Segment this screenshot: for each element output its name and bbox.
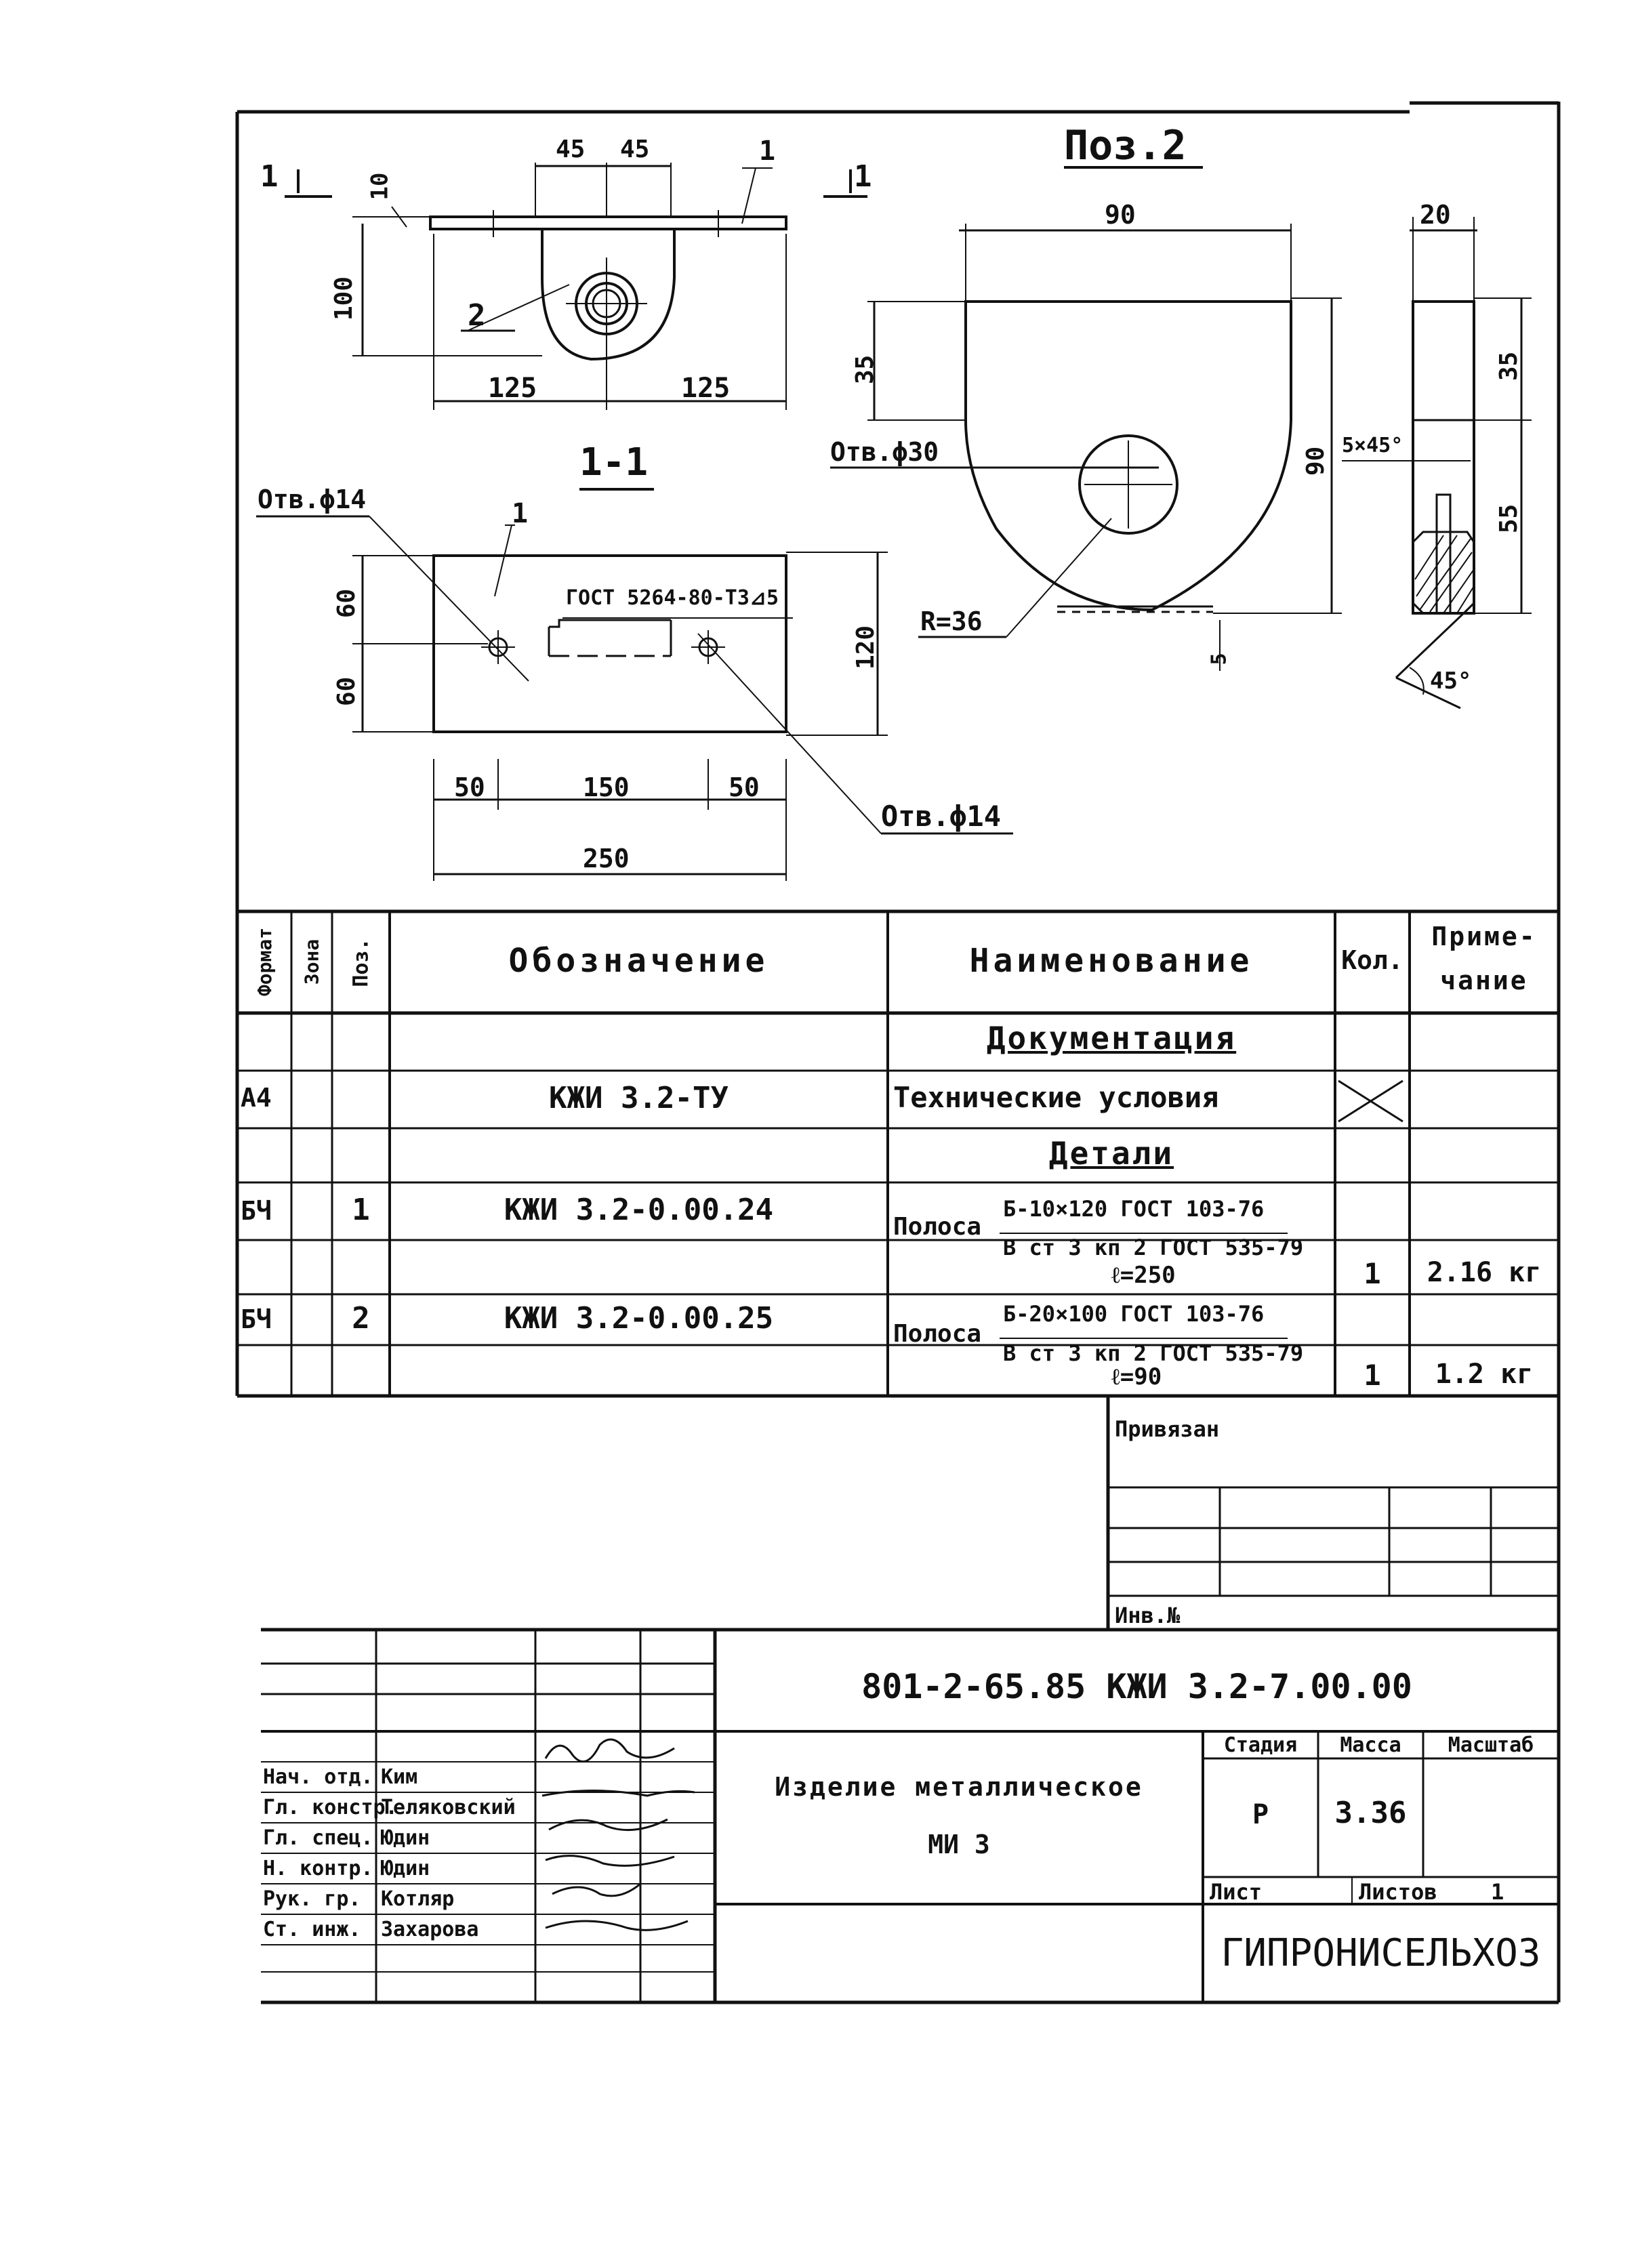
part1-length: ℓ=250 xyxy=(1111,1262,1176,1289)
dim-45-right: 45 xyxy=(620,136,650,163)
stage-header: Стадия xyxy=(1223,1733,1298,1757)
role-person-name: Юдин xyxy=(381,1857,430,1880)
role-person-name: Ким xyxy=(381,1765,418,1789)
header-pos: Поз. xyxy=(349,938,373,987)
header-zone: Зона xyxy=(300,939,323,985)
mass-value: 3.36 xyxy=(1334,1796,1407,1830)
leader-1-section: 1 xyxy=(512,498,529,529)
hole-label-left: Отв.ϕ14 xyxy=(258,484,367,514)
sheet-header: Лист xyxy=(1210,1879,1263,1905)
pos2-hole-label: Отв.ϕ30 xyxy=(830,437,939,467)
section-documentation: Документация xyxy=(986,1020,1237,1056)
sheets-count: 1 xyxy=(1491,1879,1504,1905)
binding-title: Привязан xyxy=(1115,1416,1220,1442)
dim-50-left: 50 xyxy=(454,772,485,802)
part2-spec-top: Б-20×100 ГОСТ 103-76 xyxy=(1003,1301,1265,1327)
header-qty: Кол. xyxy=(1341,945,1403,975)
role-person-name: Котляр xyxy=(381,1887,455,1911)
role-label: Н. контр. xyxy=(263,1857,373,1880)
stage-value: Р xyxy=(1252,1799,1269,1830)
part2-qty: 1 xyxy=(1364,1359,1381,1392)
organization-name: ГИПРОНИСЕЛЬХОЗ xyxy=(1221,1931,1541,1975)
dim-50-right: 50 xyxy=(729,772,760,802)
header-note-line2: чание xyxy=(1440,966,1528,995)
pos2-dim-35: 35 xyxy=(851,354,880,385)
header-note-line1: Приме- xyxy=(1431,922,1537,951)
part1-format: БЧ xyxy=(241,1196,272,1226)
dim-125-left: 125 xyxy=(488,373,537,404)
side-dim-55: 55 xyxy=(1495,503,1523,534)
dim-60-top: 60 xyxy=(333,588,361,619)
doc-name: Технические условия xyxy=(893,1081,1219,1114)
role-person-name: Захарова xyxy=(381,1918,479,1941)
part2-spec-bottom: В ст 3 кп 2 ГОСТ 535-79 xyxy=(1003,1340,1304,1366)
pos2-title: Поз.2 xyxy=(1064,122,1187,169)
dim-100: 100 xyxy=(330,276,358,321)
pos2-dim-90-right: 90 xyxy=(1302,446,1330,476)
role-label: Ст. инж. xyxy=(263,1918,361,1941)
role-label: Нач. отд. xyxy=(263,1765,373,1789)
leader-1-top: 1 xyxy=(759,136,776,167)
role-label: Рук. гр. xyxy=(263,1887,361,1911)
item-name-line1: Изделие металлическое xyxy=(775,1772,1143,1802)
dim-125-right: 125 xyxy=(681,373,731,404)
scale-header: Масштаб xyxy=(1448,1733,1534,1757)
item-name-line2: МИ 3 xyxy=(928,1830,990,1859)
dim-60-bottom: 60 xyxy=(333,676,361,707)
signature-image xyxy=(541,1738,695,1931)
dim-45-left: 45 xyxy=(556,136,586,163)
section-1-1-title: 1-1 xyxy=(579,440,649,484)
dim-10: 10 xyxy=(366,172,394,201)
role-person-name: Теляковский xyxy=(381,1796,516,1819)
side-dim-20: 20 xyxy=(1420,200,1451,230)
doc-format: А4 xyxy=(241,1083,272,1113)
role-label: Гл. констр. xyxy=(263,1796,398,1819)
part1-name-prefix: Полоса xyxy=(893,1213,982,1241)
role-label: Гл. спец. xyxy=(263,1826,373,1850)
part2-designation: КЖИ 3.2-0.00.25 xyxy=(504,1301,774,1336)
side-dim-35: 35 xyxy=(1495,351,1523,382)
document-code: 801-2-65.85 КЖИ 3.2-7.00.00 xyxy=(861,1667,1412,1706)
part2-format: БЧ xyxy=(241,1304,272,1334)
part2-length: ℓ=90 xyxy=(1111,1363,1162,1390)
header-name: Наименование xyxy=(969,942,1254,980)
part2-name-prefix: Полоса xyxy=(893,1320,982,1348)
header-designation: Обозначение xyxy=(508,942,769,980)
part2-note: 1.2 кг xyxy=(1435,1359,1534,1390)
part1-spec-top: Б-10×120 ГОСТ 103-76 xyxy=(1003,1196,1265,1222)
part1-pos: 1 xyxy=(352,1193,370,1227)
section-mark-right: 1 xyxy=(854,159,872,194)
sheets-header: Листов xyxy=(1359,1879,1437,1905)
dim-250: 250 xyxy=(583,844,630,873)
part2-pos: 2 xyxy=(352,1301,370,1336)
doc-designation: КЖИ 3.2-ТУ xyxy=(549,1081,729,1115)
role-person-name: Юдин xyxy=(381,1826,430,1850)
dim-150: 150 xyxy=(583,772,630,802)
part1-note: 2.16 кг xyxy=(1427,1257,1542,1288)
leader-2: 2 xyxy=(468,298,486,333)
angle-label: 45° xyxy=(1430,667,1472,695)
section-parts: Детали xyxy=(1048,1135,1174,1172)
header-format: Формат xyxy=(253,927,276,997)
pos2-dim-90-top: 90 xyxy=(1105,200,1136,230)
chamfer-label: 5×45° xyxy=(1342,434,1403,457)
mass-header: Масса xyxy=(1340,1733,1401,1757)
hole-label-right: Отв.ϕ14 xyxy=(881,800,1002,833)
pos2-radius-label: R=36 xyxy=(920,606,983,636)
dim-120: 120 xyxy=(852,625,880,670)
part1-spec-bottom: В ст 3 кп 2 ГОСТ 535-79 xyxy=(1003,1235,1304,1260)
part1-designation: КЖИ 3.2-0.00.24 xyxy=(504,1193,774,1227)
weld-note: ГОСТ 5264-80-Т3⊿5 xyxy=(566,586,779,610)
pos2-dim-5: 5 xyxy=(1207,653,1231,665)
part1-qty: 1 xyxy=(1364,1257,1381,1290)
inventory-number-label: Инв.№ xyxy=(1115,1603,1181,1628)
section-mark-left: 1 xyxy=(260,159,279,194)
